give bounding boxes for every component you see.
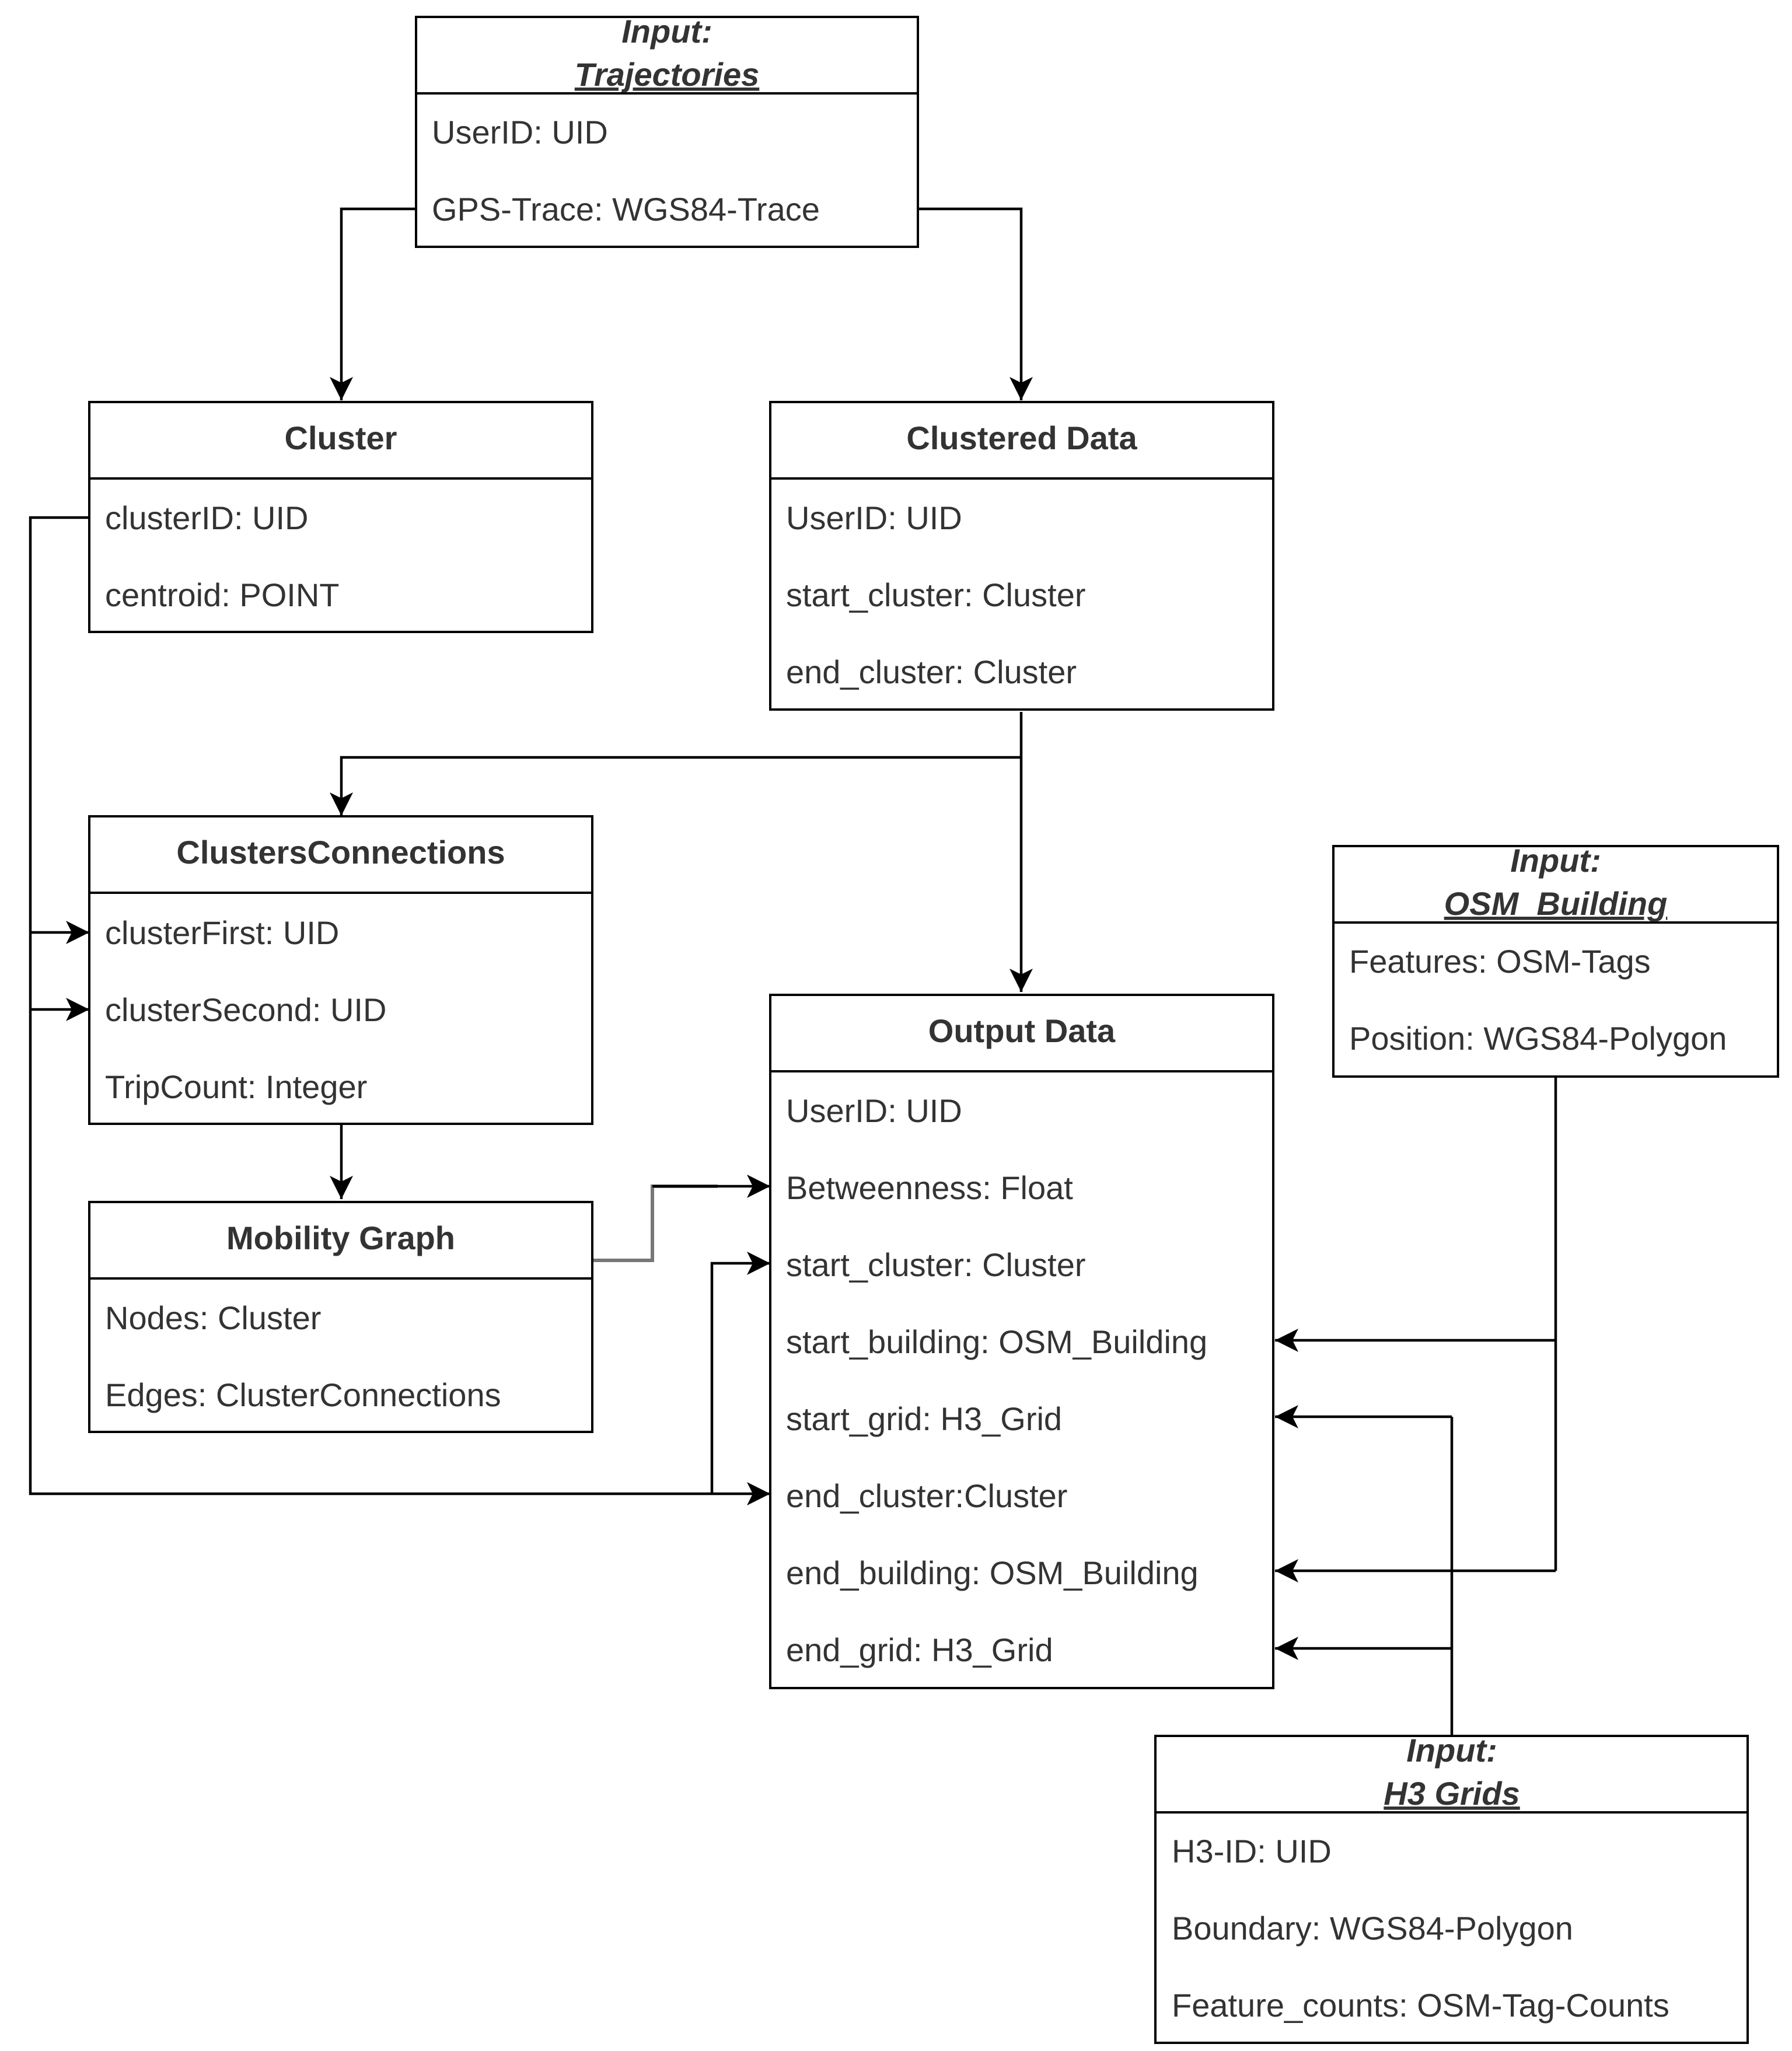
edge-trajectories-to-cluster — [330, 207, 416, 400]
field-end-cluster: end_cluster: Cluster — [786, 654, 1077, 690]
edge-cluster-id-to-start-cluster — [710, 1252, 770, 1494]
entity-cluster: Cluster clusterID: UID centroid: POINT — [88, 401, 593, 633]
entity-box — [88, 815, 593, 1125]
entity-box — [1332, 845, 1779, 1078]
entity-box — [769, 401, 1274, 711]
field-trip-count: TripCount: Integer — [105, 1068, 367, 1105]
entity-title: Trajectories — [575, 56, 759, 93]
entity-title: Cluster — [285, 420, 397, 456]
field-user-id: UserID: UID — [786, 1092, 962, 1129]
entity-box — [1154, 1735, 1749, 2044]
field-nodes: Nodes: Cluster — [105, 1299, 321, 1336]
field-start-building: start_building: OSM_Building — [786, 1323, 1207, 1360]
field-edges: Edges: ClusterConnections — [105, 1376, 501, 1413]
field-end-building: end_building: OSM_Building — [786, 1554, 1199, 1591]
entity-box — [88, 401, 593, 633]
entity-title: OSM_Building — [1444, 885, 1668, 922]
entity-title: Input: — [1510, 842, 1601, 879]
entity-box — [88, 1201, 593, 1433]
entity-title: Clustered Data — [906, 420, 1137, 456]
field-start-grid: start_grid: H3_Grid — [786, 1400, 1062, 1437]
field-user-id: UserID: UID — [786, 499, 962, 536]
field-feature-counts: Feature_counts: OSM-Tag-Counts — [1172, 1987, 1669, 2024]
entity-trajectories: Input: Trajectories UserID: UID GPS-Trac… — [415, 13, 919, 248]
field-cluster-id: clusterID: UID — [105, 499, 309, 536]
field-h3-id: H3-ID: UID — [1172, 1833, 1332, 1870]
edge-mobility-graph-line — [592, 1185, 718, 1262]
entity-box — [415, 16, 919, 248]
entity-mobility-graph: Mobility Graph Nodes: Cluster Edges: Clu… — [88, 1201, 593, 1433]
entity-box — [769, 994, 1274, 1689]
field-features: Features: OSM-Tags — [1349, 943, 1651, 980]
entity-clustered-data: Clustered Data UserID: UID start_cluster… — [769, 401, 1274, 711]
edge-clustered-data-to-clusters-connections — [330, 756, 1021, 816]
entity-osm-building: Input: OSM_Building Features: OSM-Tags P… — [1332, 842, 1779, 1078]
entity-output-data: Output Data UserID: UID Betweenness: Flo… — [769, 994, 1274, 1689]
field-centroid: centroid: POINT — [105, 576, 339, 613]
entity-title: ClustersConnections — [176, 834, 505, 871]
field-gps-trace: GPS-Trace: WGS84-Trace — [432, 191, 820, 228]
edge-cluster-id-trunk — [29, 516, 712, 1496]
field-boundary: Boundary: WGS84-Polygon — [1172, 1910, 1573, 1947]
entity-title: Mobility Graph — [226, 1220, 455, 1256]
field-end-grid: end_grid: H3_Grid — [786, 1631, 1053, 1668]
entity-title: Input: — [621, 13, 712, 50]
connectors — [29, 207, 1557, 1736]
field-cluster-first: clusterFirst: UID — [105, 914, 339, 951]
field-cluster-second: clusterSecond: UID — [105, 991, 386, 1028]
entity-title: Input: — [1406, 1732, 1497, 1769]
entity-clusters-connections: ClustersConnections clusterFirst: UID cl… — [88, 815, 593, 1125]
entity-title: H3 Grids — [1384, 1775, 1519, 1812]
field-position: Position: WGS84-Polygon — [1349, 1020, 1727, 1057]
field-user-id: UserID: UID — [432, 114, 608, 151]
edge-trajectories-to-clustered-data — [918, 207, 1033, 400]
field-start-cluster: start_cluster: Cluster — [786, 576, 1086, 613]
entity-title: Output Data — [928, 1012, 1116, 1049]
field-start-cluster: start_cluster: Cluster — [786, 1246, 1086, 1283]
field-end-cluster: end_cluster:Cluster — [786, 1477, 1067, 1514]
field-betweenness: Betweenness: Float — [786, 1169, 1073, 1206]
entity-h3-grids: Input: H3 Grids H3-ID: UID Boundary: WGS… — [1154, 1732, 1749, 2044]
